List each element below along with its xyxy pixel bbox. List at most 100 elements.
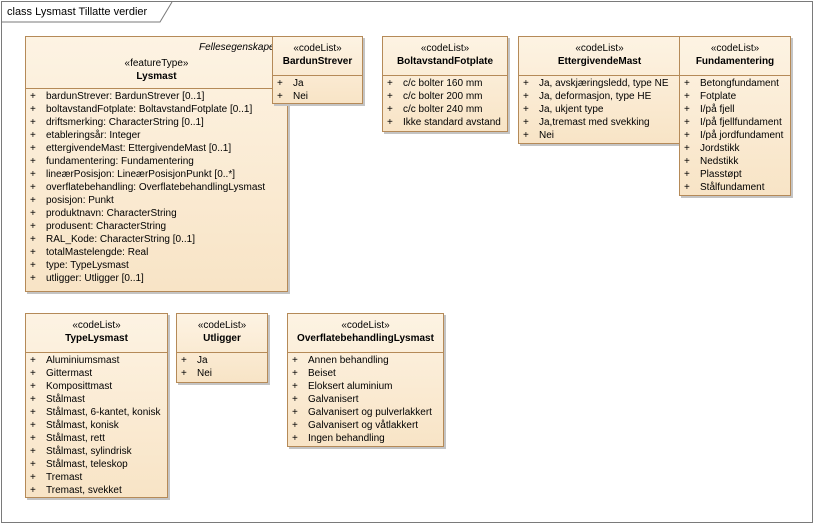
literal-text: Nei [197, 368, 213, 379]
literal-row[interactable]: +I/på fjellfundament [680, 116, 790, 129]
literal-row[interactable]: +Galvanisert og pulverlakkert [288, 406, 443, 419]
class-name: EttergivendeMast [557, 56, 642, 67]
literal-text: c/c bolter 240 mm [403, 104, 483, 115]
literal-row[interactable]: +Ingen behandling [288, 432, 443, 445]
literal-row[interactable]: +Stålmast, teleskop [26, 458, 167, 471]
literal-text: Ja,tremast med svekking [539, 117, 650, 128]
class-separator [273, 75, 362, 76]
attribute-list: + bardunStrever: BardunStrever [0..1]+bol… [26, 89, 287, 285]
literal-list: +Betongfundament+Fotplate+I/på fjell+I/p… [680, 76, 790, 194]
attribute-text: RAL_Kode: CharacterString [0..1] [46, 234, 195, 245]
literal-row[interactable]: +Stålmast, sylindrisk [26, 445, 167, 458]
literal-row[interactable]: +Ja, deformasjon, type HE [519, 90, 680, 103]
attribute-row[interactable]: +posisjon: Punkt [26, 194, 287, 207]
literal-text: Tremast, svekket [46, 485, 122, 496]
literal-row[interactable]: + Aluminiumsmast [26, 354, 167, 367]
literal-row[interactable]: +Ikke standard avstand [383, 116, 507, 129]
visibility-marker: + [30, 182, 36, 193]
attribute-row[interactable]: +overflatebehandling: Overflatebehandlin… [26, 181, 287, 194]
visibility-marker: + [30, 355, 36, 366]
literal-row[interactable]: +Nedstikk [680, 155, 790, 168]
attribute-row[interactable]: + RAL_Kode: CharacterString [0..1] [26, 233, 287, 246]
literal-row[interactable]: +Ja, ukjent type [519, 103, 680, 116]
literal-row[interactable]: +Stålmast, rett [26, 432, 167, 445]
class-stereotype: «codeList» [710, 43, 760, 54]
literal-row[interactable]: +Stålmast, konisk [26, 419, 167, 432]
literal-row[interactable]: +c/c bolter 160 mm [383, 77, 507, 90]
literal-row[interactable]: +Nei [273, 90, 362, 103]
literal-row[interactable]: +Stålfundament [680, 181, 790, 194]
attribute-row[interactable]: +produktnavn: CharacterString [26, 207, 287, 220]
literal-row[interactable]: +Tremast, svekket [26, 484, 167, 497]
literal-text: Nei [293, 91, 309, 102]
literal-row[interactable]: + Nei [177, 367, 267, 380]
class-overflatebehandlinglysmast[interactable]: «codeList» OverflatebehandlingLysmast +A… [287, 313, 444, 447]
literal-row[interactable]: +Tremast [26, 471, 167, 484]
literal-row[interactable]: +Ja [273, 77, 362, 90]
literal-row[interactable]: + Nei [519, 129, 680, 142]
literal-row[interactable]: +Gittermast [26, 367, 167, 380]
attribute-row[interactable]: +lineærPosisjon: LineærPosisjonPunkt [0.… [26, 168, 287, 181]
visibility-marker: + [292, 368, 298, 379]
literal-text: Gittermast [46, 368, 93, 379]
attribute-text: utligger: Utligger [0..1] [46, 273, 144, 284]
class-lysmast[interactable]: «featureType» Lysmast +bardunStrever: Ba… [25, 36, 288, 292]
attribute-row[interactable]: +fundamentering: Fundamentering [26, 155, 287, 168]
attribute-row[interactable]: +driftsmerking: CharacterString [0..1] [26, 116, 287, 129]
literal-row[interactable]: +c/c bolter 240 mm [383, 103, 507, 116]
class-name: TypeLysmast [65, 333, 128, 344]
literal-row[interactable]: +Stålmast, 6-kantet, konisk [26, 406, 167, 419]
literal-row[interactable]: +I/på fjell [680, 103, 790, 116]
class-ettergivendemast[interactable]: «codeList» EttergivendeMast +Ja, avskjær… [518, 36, 681, 144]
attribute-row[interactable]: +utligger: Utligger [0..1] [26, 272, 287, 285]
literal-row[interactable]: +Galvanisert og våtlakkert [288, 419, 443, 432]
class-bardunstrever[interactable]: «codeList» BardunStrever +Ja+Nei [272, 36, 363, 104]
attribute-row[interactable]: +totalMastelengde: Real [26, 246, 287, 259]
visibility-marker: + [30, 143, 36, 154]
class-fundamentering[interactable]: «codeList» Fundamentering +Betongfundame… [679, 36, 791, 196]
attribute-row[interactable]: +etableringsår: Integer [26, 129, 287, 142]
class-stereotype: «codeList» [420, 43, 470, 54]
literal-row[interactable]: +Ja, avskjæringsledd, type NE [519, 77, 680, 90]
class-typelysmast[interactable]: «codeList» TypeLysmast + Aluminiumsmast+G… [25, 313, 168, 498]
literal-row[interactable]: +Komposittmast [26, 380, 167, 393]
literal-row[interactable]: +Jordstikk [680, 142, 790, 155]
literal-text: Aluminiumsmast [46, 355, 120, 366]
literal-row[interactable]: +Annen behandling [288, 354, 443, 367]
package-label: Fellesegenskaper [199, 42, 272, 53]
visibility-marker: + [181, 368, 187, 379]
literal-row[interactable]: + Plasstøpt [680, 168, 790, 181]
visibility-marker: + [523, 130, 529, 141]
attribute-row[interactable]: +type: TypeLysmast [26, 259, 287, 272]
visibility-marker: + [30, 234, 36, 245]
literal-row[interactable]: +Stålmast [26, 393, 167, 406]
attribute-row[interactable]: +ettergivendeMast: EttergivendeMast [0..… [26, 142, 287, 155]
literal-list: +Ja+Nei [273, 76, 362, 103]
class-boltavstandfotplate[interactable]: «codeList» BoltavstandFotplate +c/c bolt… [382, 36, 508, 132]
literal-row[interactable]: +Ja [177, 354, 267, 367]
literal-text: Komposittmast [46, 381, 113, 392]
attribute-row[interactable]: + bardunStrever: BardunStrever [0..1] [26, 90, 287, 103]
literal-text: Ja [197, 355, 208, 366]
literal-row[interactable]: +Galvanisert [288, 393, 443, 406]
literal-row[interactable]: +Fotplate [680, 90, 790, 103]
attribute-row[interactable]: +produsent: CharacterString [26, 220, 287, 233]
literal-text: Nei [539, 130, 555, 141]
visibility-marker: + [684, 169, 690, 180]
visibility-marker: + [292, 394, 298, 405]
visibility-marker: + [30, 247, 36, 258]
literal-text: Plasstøpt [700, 169, 742, 180]
attribute-text: bardunStrever: BardunStrever [0..1] [46, 91, 205, 102]
attribute-row[interactable]: +boltavstandFotplate: BoltavstandFotplat… [26, 103, 287, 116]
literal-row[interactable]: +I/på jordfundament [680, 129, 790, 142]
literal-row[interactable]: +Beiset [288, 367, 443, 380]
literal-row[interactable]: +Ja,tremast med svekking [519, 116, 680, 129]
literal-row[interactable]: +Eloksert aluminium [288, 380, 443, 393]
literal-row[interactable]: +c/c bolter 200 mm [383, 90, 507, 103]
literal-row[interactable]: +Betongfundament [680, 77, 790, 90]
visibility-marker: + [30, 91, 36, 102]
literal-text: Ja, deformasjon, type HE [539, 91, 652, 102]
class-utligger[interactable]: «codeList» Utligger +Ja+Nei [176, 313, 268, 383]
class-stereotype: «codeList» [72, 320, 121, 331]
